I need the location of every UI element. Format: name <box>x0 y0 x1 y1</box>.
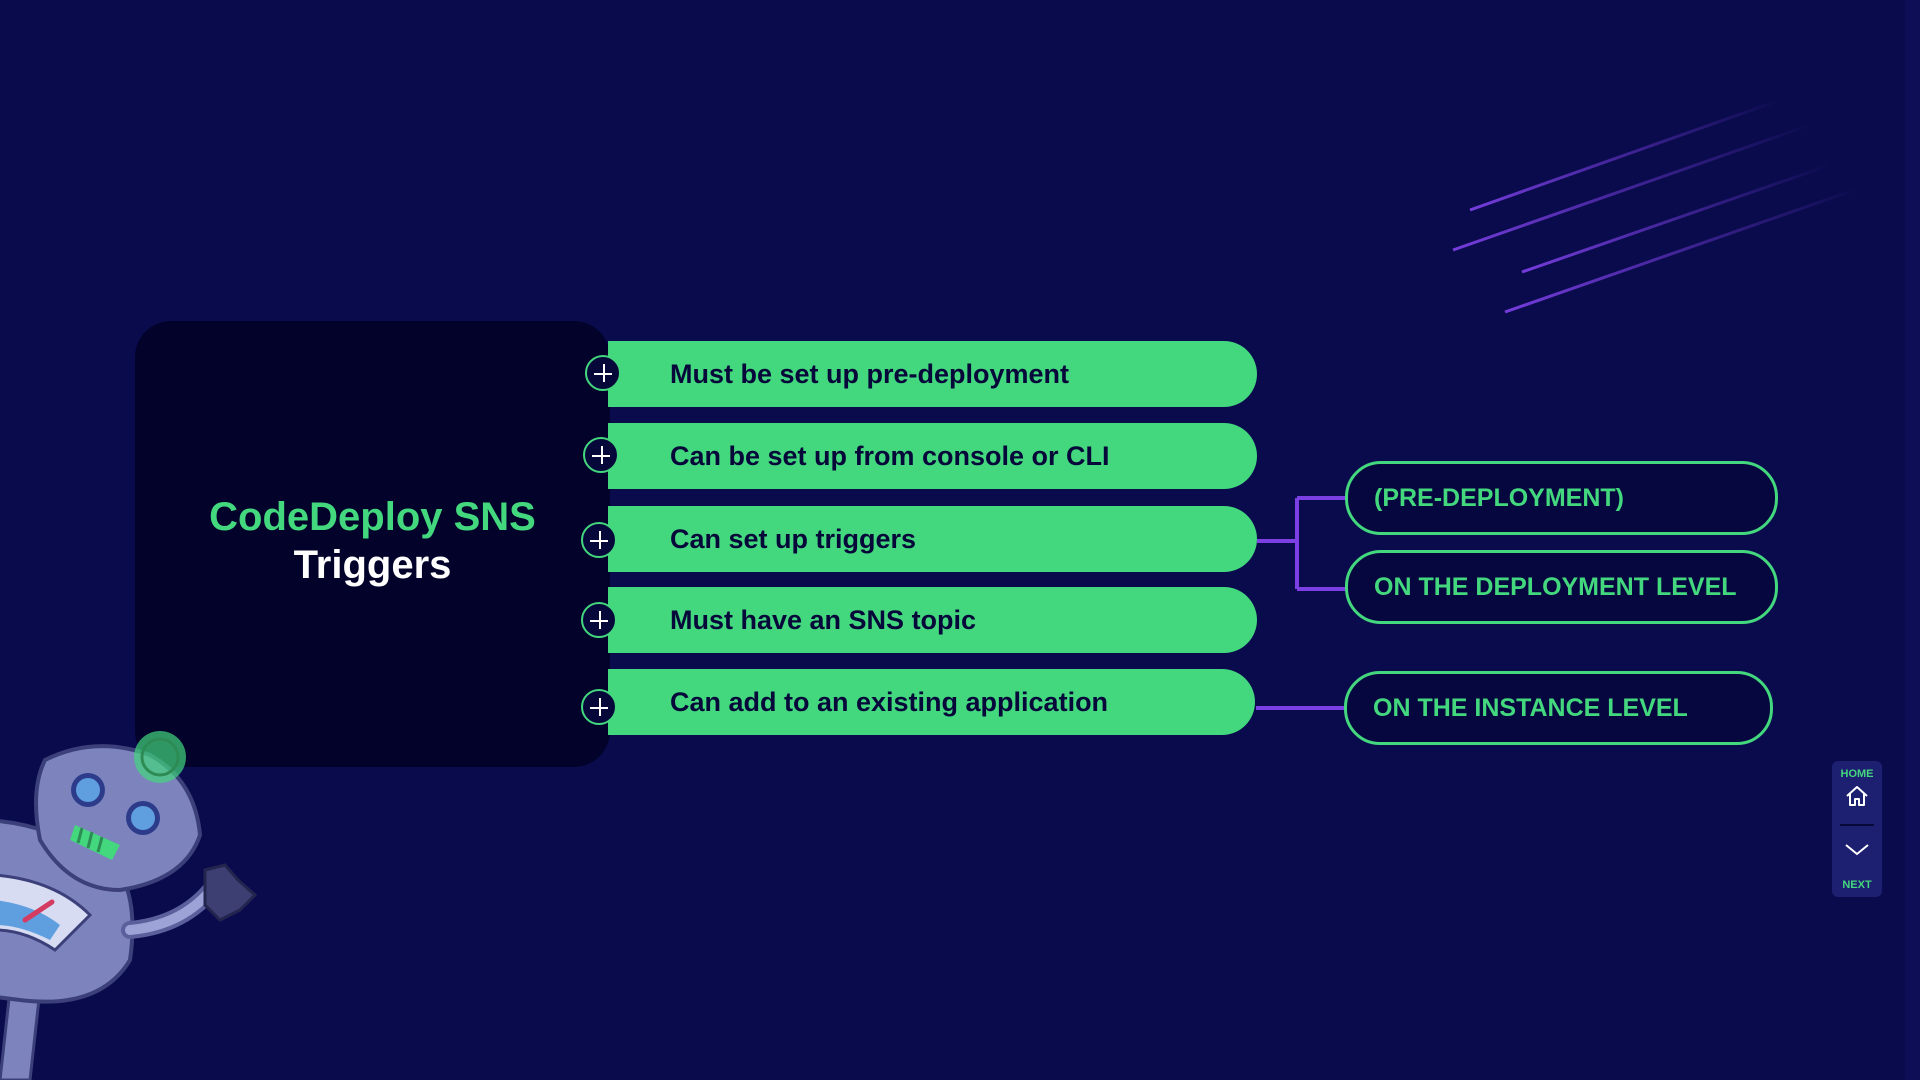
next-label[interactable]: NEXT <box>1832 879 1882 891</box>
home-label[interactable]: HOME <box>1832 768 1882 780</box>
home-icon[interactable] <box>1844 783 1870 809</box>
nav-panel: HOME NEXT <box>1832 761 1882 897</box>
chevron-down-icon[interactable] <box>1844 836 1870 862</box>
nav-divider <box>1840 824 1874 826</box>
